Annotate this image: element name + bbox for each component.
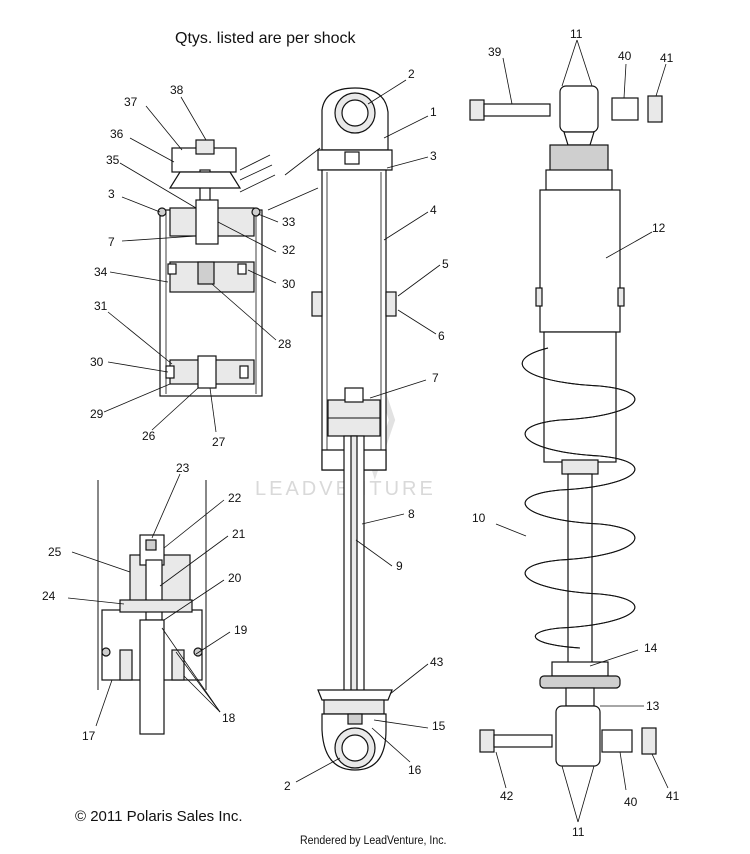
callout-13: 13	[646, 699, 660, 713]
callout-8: 8	[408, 507, 415, 521]
callout-40-top: 40	[618, 49, 632, 63]
callout-12: 12	[652, 221, 666, 235]
callout-41-top: 41	[660, 51, 674, 65]
callout-5: 5	[442, 257, 449, 271]
callout-22: 22	[228, 491, 242, 505]
callout-36: 36	[110, 127, 124, 141]
callout-21: 21	[232, 527, 246, 541]
callout-34: 34	[94, 265, 108, 279]
callout-39: 39	[488, 45, 502, 59]
callout-28: 28	[278, 337, 292, 351]
callout-1: 1	[430, 105, 437, 119]
leader-lines	[67, 39, 669, 823]
callout-37: 37	[124, 95, 138, 109]
callout-27: 27	[212, 435, 226, 449]
callout-4: 4	[430, 203, 437, 217]
callout-7-center: 7	[432, 371, 439, 385]
callout-6: 6	[438, 329, 445, 343]
callout-40-bottom: 40	[624, 795, 638, 809]
callout-7-left: 7	[108, 235, 115, 249]
callout-19: 19	[234, 623, 248, 637]
callout-14: 14	[644, 641, 658, 655]
callout-30-right: 30	[282, 277, 296, 291]
callout-3-right: 3	[430, 149, 437, 163]
callout-23: 23	[176, 461, 190, 475]
callout-24: 24	[42, 589, 56, 603]
callout-29: 29	[90, 407, 104, 421]
callout-18: 18	[222, 711, 236, 725]
callout-38: 38	[170, 83, 184, 97]
callout-2-bottom: 2	[284, 779, 291, 793]
callout-9: 9	[396, 559, 403, 573]
callout-42: 42	[500, 789, 514, 803]
callout-26: 26	[142, 429, 156, 443]
reservoir-detail	[157, 139, 276, 397]
callout-20: 20	[228, 571, 242, 585]
callout-2-top: 2	[408, 67, 415, 81]
copyright-notice: © 2011 Polaris Sales Inc.	[75, 808, 243, 825]
qty-note: Qtys. listed are per shock	[175, 30, 356, 47]
callout-10: 10	[472, 511, 486, 525]
callout-43: 43	[430, 655, 444, 669]
callout-32: 32	[282, 243, 296, 257]
callout-11-bottom: 11	[572, 825, 585, 839]
callout-15: 15	[432, 719, 446, 733]
callout-17: 17	[82, 729, 96, 743]
rendered-by-credit: Rendered by LeadVenture, Inc.	[300, 835, 447, 847]
assembled-shock	[469, 85, 663, 767]
callout-25: 25	[48, 545, 62, 559]
callout-30-left: 30	[90, 355, 104, 369]
callout-31: 31	[94, 299, 108, 313]
callout-41-bottom: 41	[666, 789, 680, 803]
callout-numbers: 2 1 3 4 5 6 7 8 9 43 15 16 2 38 37 36 35…	[42, 27, 680, 839]
piston-detail	[97, 480, 207, 735]
callout-35: 35	[106, 153, 120, 167]
callout-11-top: 11	[570, 27, 583, 41]
center-shock-body	[311, 87, 397, 771]
callout-3-left: 3	[108, 187, 115, 201]
callout-33: 33	[282, 215, 296, 229]
callout-16: 16	[408, 763, 422, 777]
